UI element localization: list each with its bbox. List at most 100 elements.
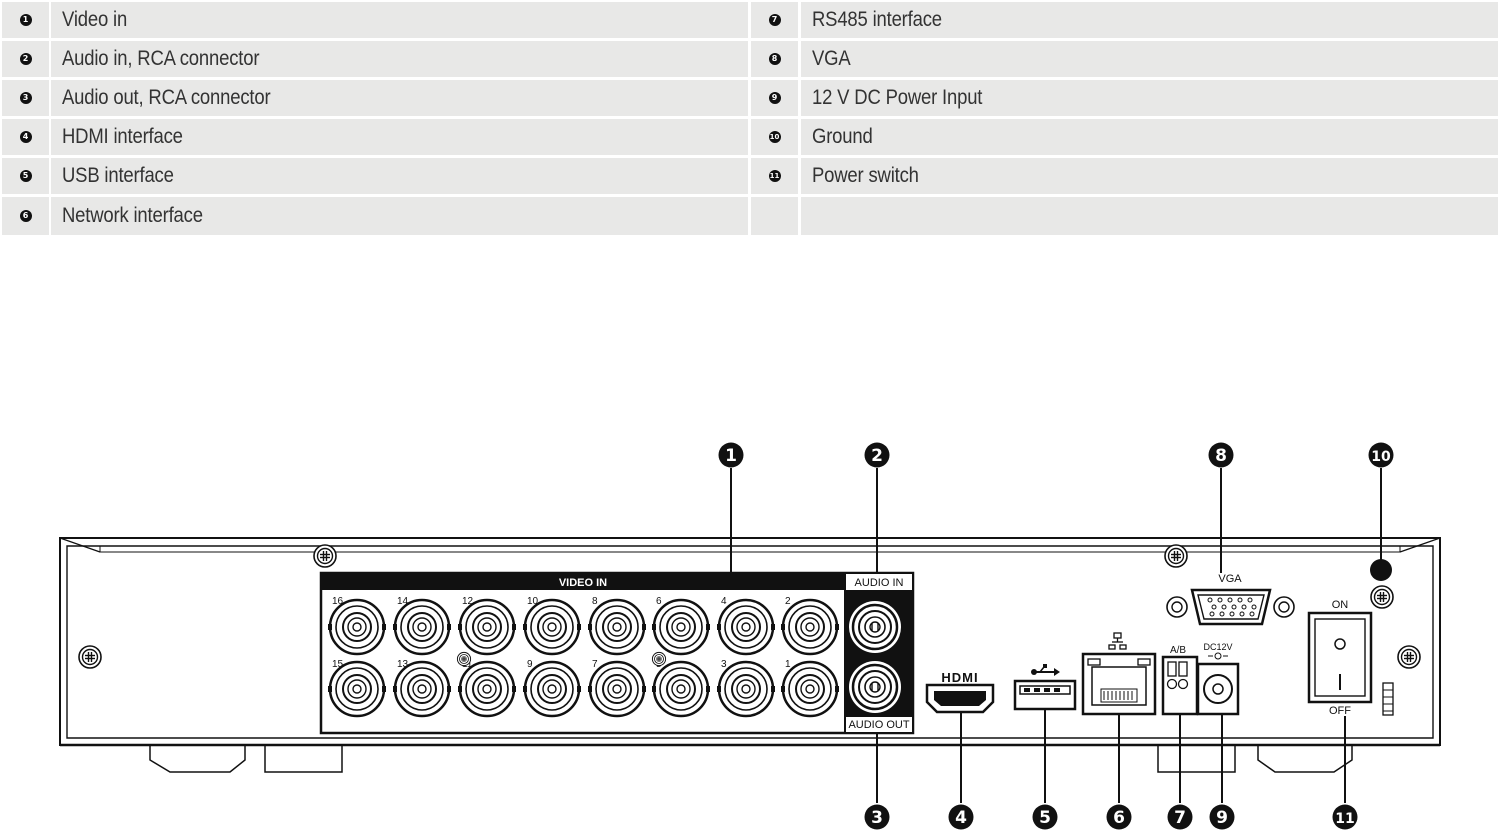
legend-number-cell: 11 — [751, 158, 798, 194]
audio-in-connector — [849, 601, 901, 653]
legend-number-cell: 4 — [2, 119, 49, 155]
power-switch: ON OFF — [1307, 599, 1373, 717]
device-feet — [149, 744, 1353, 773]
callout-badge — [718, 442, 744, 468]
legend-number-badge: 10 — [768, 131, 781, 143]
bnc-channel-label: 6 — [656, 596, 662, 607]
callout-badge — [1368, 442, 1394, 468]
screw-icon — [651, 651, 667, 667]
bnc-video-connector — [326, 660, 388, 718]
callout-number: 10 — [1371, 449, 1391, 465]
callout-badge — [948, 804, 974, 830]
callout-badge — [1032, 804, 1058, 830]
callout-number: 2 — [871, 446, 883, 466]
screw-icon — [456, 651, 472, 667]
legend-number-badge: 9 — [768, 92, 781, 104]
legend-number-badge: 3 — [19, 92, 32, 104]
legend-number-cell: 3 — [2, 80, 49, 116]
callout-number: 4 — [955, 808, 967, 828]
callout-badge — [1167, 804, 1193, 830]
legend-number-cell — [751, 197, 798, 235]
dc-power-input: DC12V — [1196, 642, 1240, 716]
legend-number-badge: 7 — [768, 14, 781, 26]
callout-badge — [1208, 442, 1234, 468]
callout-badge — [1332, 804, 1358, 830]
legend-number-cell: 10 — [751, 119, 798, 155]
bnc-video-connector — [715, 598, 777, 656]
legend-number-cell: 8 — [751, 41, 798, 77]
legend-number-badge: 8 — [768, 53, 781, 65]
usb-port — [1013, 664, 1077, 711]
bnc-video-connector — [456, 660, 518, 718]
bnc-channel-label: 13 — [397, 659, 409, 670]
legend-label-cell: VGA — [801, 41, 1498, 77]
legend-label-cell: Video in — [51, 2, 748, 38]
legend-label: Network interface — [62, 204, 203, 227]
callout-number: 6 — [1113, 808, 1125, 828]
legend-label: Audio in, RCA connector — [62, 47, 260, 70]
bnc-channel-label: 7 — [592, 659, 598, 670]
legend-label-cell: RS485 interface — [801, 2, 1498, 38]
video-in-label: VIDEO IN — [559, 577, 607, 589]
bnc-video-connector — [650, 660, 712, 718]
vga-port: VGA — [1166, 573, 1295, 626]
bnc-channel-label: 9 — [527, 659, 533, 670]
bnc-video-connector — [586, 598, 648, 656]
ground-screw-icon — [1370, 585, 1394, 609]
legend-number-badge: 5 — [19, 170, 32, 182]
ground-terminal-icon — [1370, 559, 1392, 581]
legend-number-badge: 11 — [768, 170, 781, 182]
callout-badge — [1106, 804, 1132, 830]
callout-number: 3 — [871, 808, 883, 828]
audio-out-label: AUDIO OUT — [848, 719, 909, 731]
legend-label: USB interface — [62, 164, 174, 187]
bnc-video-connector — [391, 598, 453, 656]
bnc-video-connector — [456, 598, 518, 656]
audio-in-label: AUDIO IN — [855, 577, 904, 589]
legend-label: 12 V DC Power Input — [812, 86, 983, 109]
legend-label-cell — [801, 197, 1498, 235]
legend-label-cell: Audio in, RCA connector — [51, 41, 748, 77]
bnc-channel-label: 10 — [527, 596, 539, 607]
bnc-video-connector — [715, 660, 777, 718]
dc-label: DC12V — [1203, 642, 1232, 652]
bnc-channel-label: 12 — [462, 596, 474, 607]
vent-slits — [1382, 682, 1394, 716]
hdmi-label: HDMI — [941, 670, 978, 685]
bnc-channel-label: 2 — [785, 596, 791, 607]
rs485-label: A/B — [1170, 645, 1186, 656]
legend-label: RS485 interface — [812, 8, 942, 31]
bnc-channel-label: 16 — [332, 596, 344, 607]
legend-number-badge: 6 — [19, 210, 32, 222]
legend-number-cell: 2 — [2, 41, 49, 77]
screw-icon — [1164, 544, 1188, 568]
bnc-channel-label: 14 — [397, 596, 409, 607]
callout-leader-lines — [730, 468, 1382, 803]
bnc-video-connector — [779, 660, 841, 718]
legend-label-cell: HDMI interface — [51, 119, 748, 155]
legend-number-cell: 5 — [2, 158, 49, 194]
legend-number-cell: 7 — [751, 2, 798, 38]
callout-badge — [864, 804, 890, 830]
legend-number-cell: 1 — [2, 2, 49, 38]
legend-label: HDMI interface — [62, 125, 183, 148]
callout-number: 1 — [725, 446, 737, 466]
bnc-channel-label: 4 — [721, 596, 727, 607]
callout-number: 11 — [1335, 811, 1354, 827]
legend-number-cell: 6 — [2, 197, 49, 235]
legend-label-cell: Ground — [801, 119, 1498, 155]
legend-label: Video in — [62, 8, 128, 31]
legend-label-cell: Power switch — [801, 158, 1498, 194]
off-label: OFF — [1329, 705, 1351, 717]
legend-number-badge: 1 — [19, 14, 32, 26]
bnc-top-row: 16 14 12 10 8 6 4 2 — [326, 596, 841, 656]
bnc-channel-label: 3 — [721, 659, 727, 670]
bnc-video-connector — [521, 660, 583, 718]
screw-icon — [78, 645, 102, 669]
bnc-channel-label: 8 — [592, 596, 598, 607]
bnc-video-connector — [779, 598, 841, 656]
callout-number: 7 — [1174, 808, 1186, 828]
